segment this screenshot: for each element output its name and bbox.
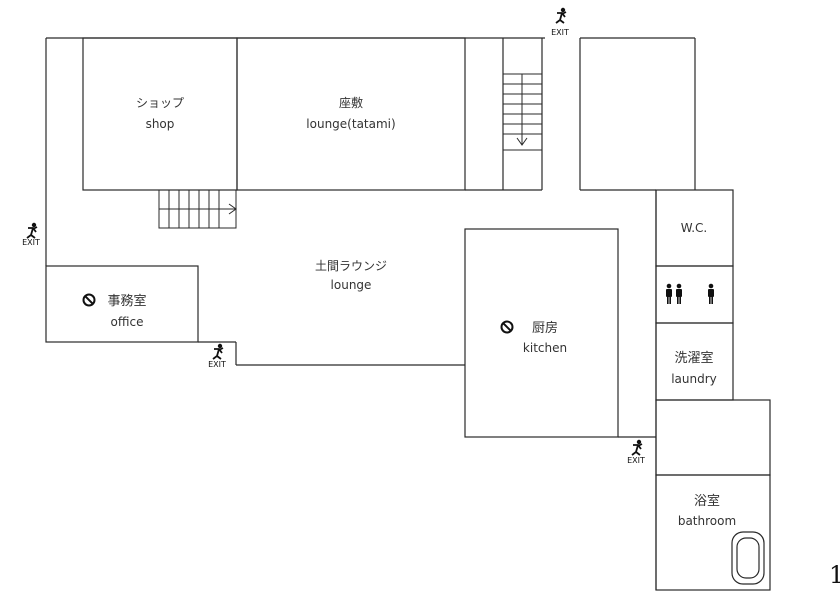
exit-sign-top: EXIT bbox=[551, 7, 569, 37]
shop-label-en: shop bbox=[146, 117, 175, 131]
exit-label: EXIT bbox=[22, 238, 40, 247]
shop-label-ja: ショップ bbox=[136, 96, 184, 110]
lounge-label-ja: 土間ラウンジ bbox=[315, 259, 387, 273]
exit-label: EXIT bbox=[627, 456, 645, 465]
office-label-en: office bbox=[111, 315, 144, 329]
room-wc: W.C. bbox=[681, 221, 708, 235]
exit-sign-right: EXIT bbox=[627, 439, 645, 465]
stairs-shop bbox=[158, 189, 237, 229]
room-bathroom: 浴室 bathroom bbox=[678, 493, 765, 585]
running-person-icon bbox=[555, 7, 567, 24]
tatami-label-en: lounge(tatami) bbox=[306, 117, 395, 131]
exit-sign-lounge: EXIT bbox=[208, 343, 226, 369]
bathtub-icon bbox=[731, 531, 765, 585]
office-label-ja: 事務室 bbox=[107, 293, 146, 309]
tatami-label-ja: 座敷 bbox=[339, 95, 363, 110]
prohibited-icon bbox=[82, 293, 96, 307]
laundry-label-en: laundry bbox=[671, 372, 717, 386]
wc-label: W.C. bbox=[681, 221, 708, 235]
exit-label: EXIT bbox=[551, 28, 569, 37]
kitchen-label-en: kitchen bbox=[523, 341, 567, 355]
room-office: 事務室 office bbox=[82, 293, 147, 329]
stairs-corridor bbox=[502, 73, 543, 151]
room-tatami: 座敷 lounge(tatami) bbox=[306, 95, 395, 131]
restroom-people-icon bbox=[666, 283, 714, 304]
prohibited-icon bbox=[500, 320, 514, 334]
lounge-label-en: lounge bbox=[331, 278, 372, 292]
running-person-icon bbox=[26, 222, 38, 239]
floor-number: 1 bbox=[829, 561, 840, 589]
room-laundry: 洗濯室 laundry bbox=[671, 350, 717, 386]
running-person-icon bbox=[212, 343, 224, 360]
bathroom-label-en: bathroom bbox=[678, 514, 736, 528]
exit-sign-left: EXIT bbox=[22, 222, 40, 247]
room-lounge: 土間ラウンジ lounge bbox=[315, 259, 387, 292]
room-shop: ショップ shop bbox=[136, 96, 184, 131]
kitchen-label-ja: 厨房 bbox=[532, 320, 558, 336]
bathroom-label-ja: 浴室 bbox=[694, 493, 720, 509]
laundry-label-ja: 洗濯室 bbox=[674, 350, 713, 366]
running-person-icon bbox=[631, 439, 643, 456]
room-kitchen: 厨房 kitchen bbox=[500, 320, 567, 355]
exit-label: EXIT bbox=[208, 360, 226, 369]
